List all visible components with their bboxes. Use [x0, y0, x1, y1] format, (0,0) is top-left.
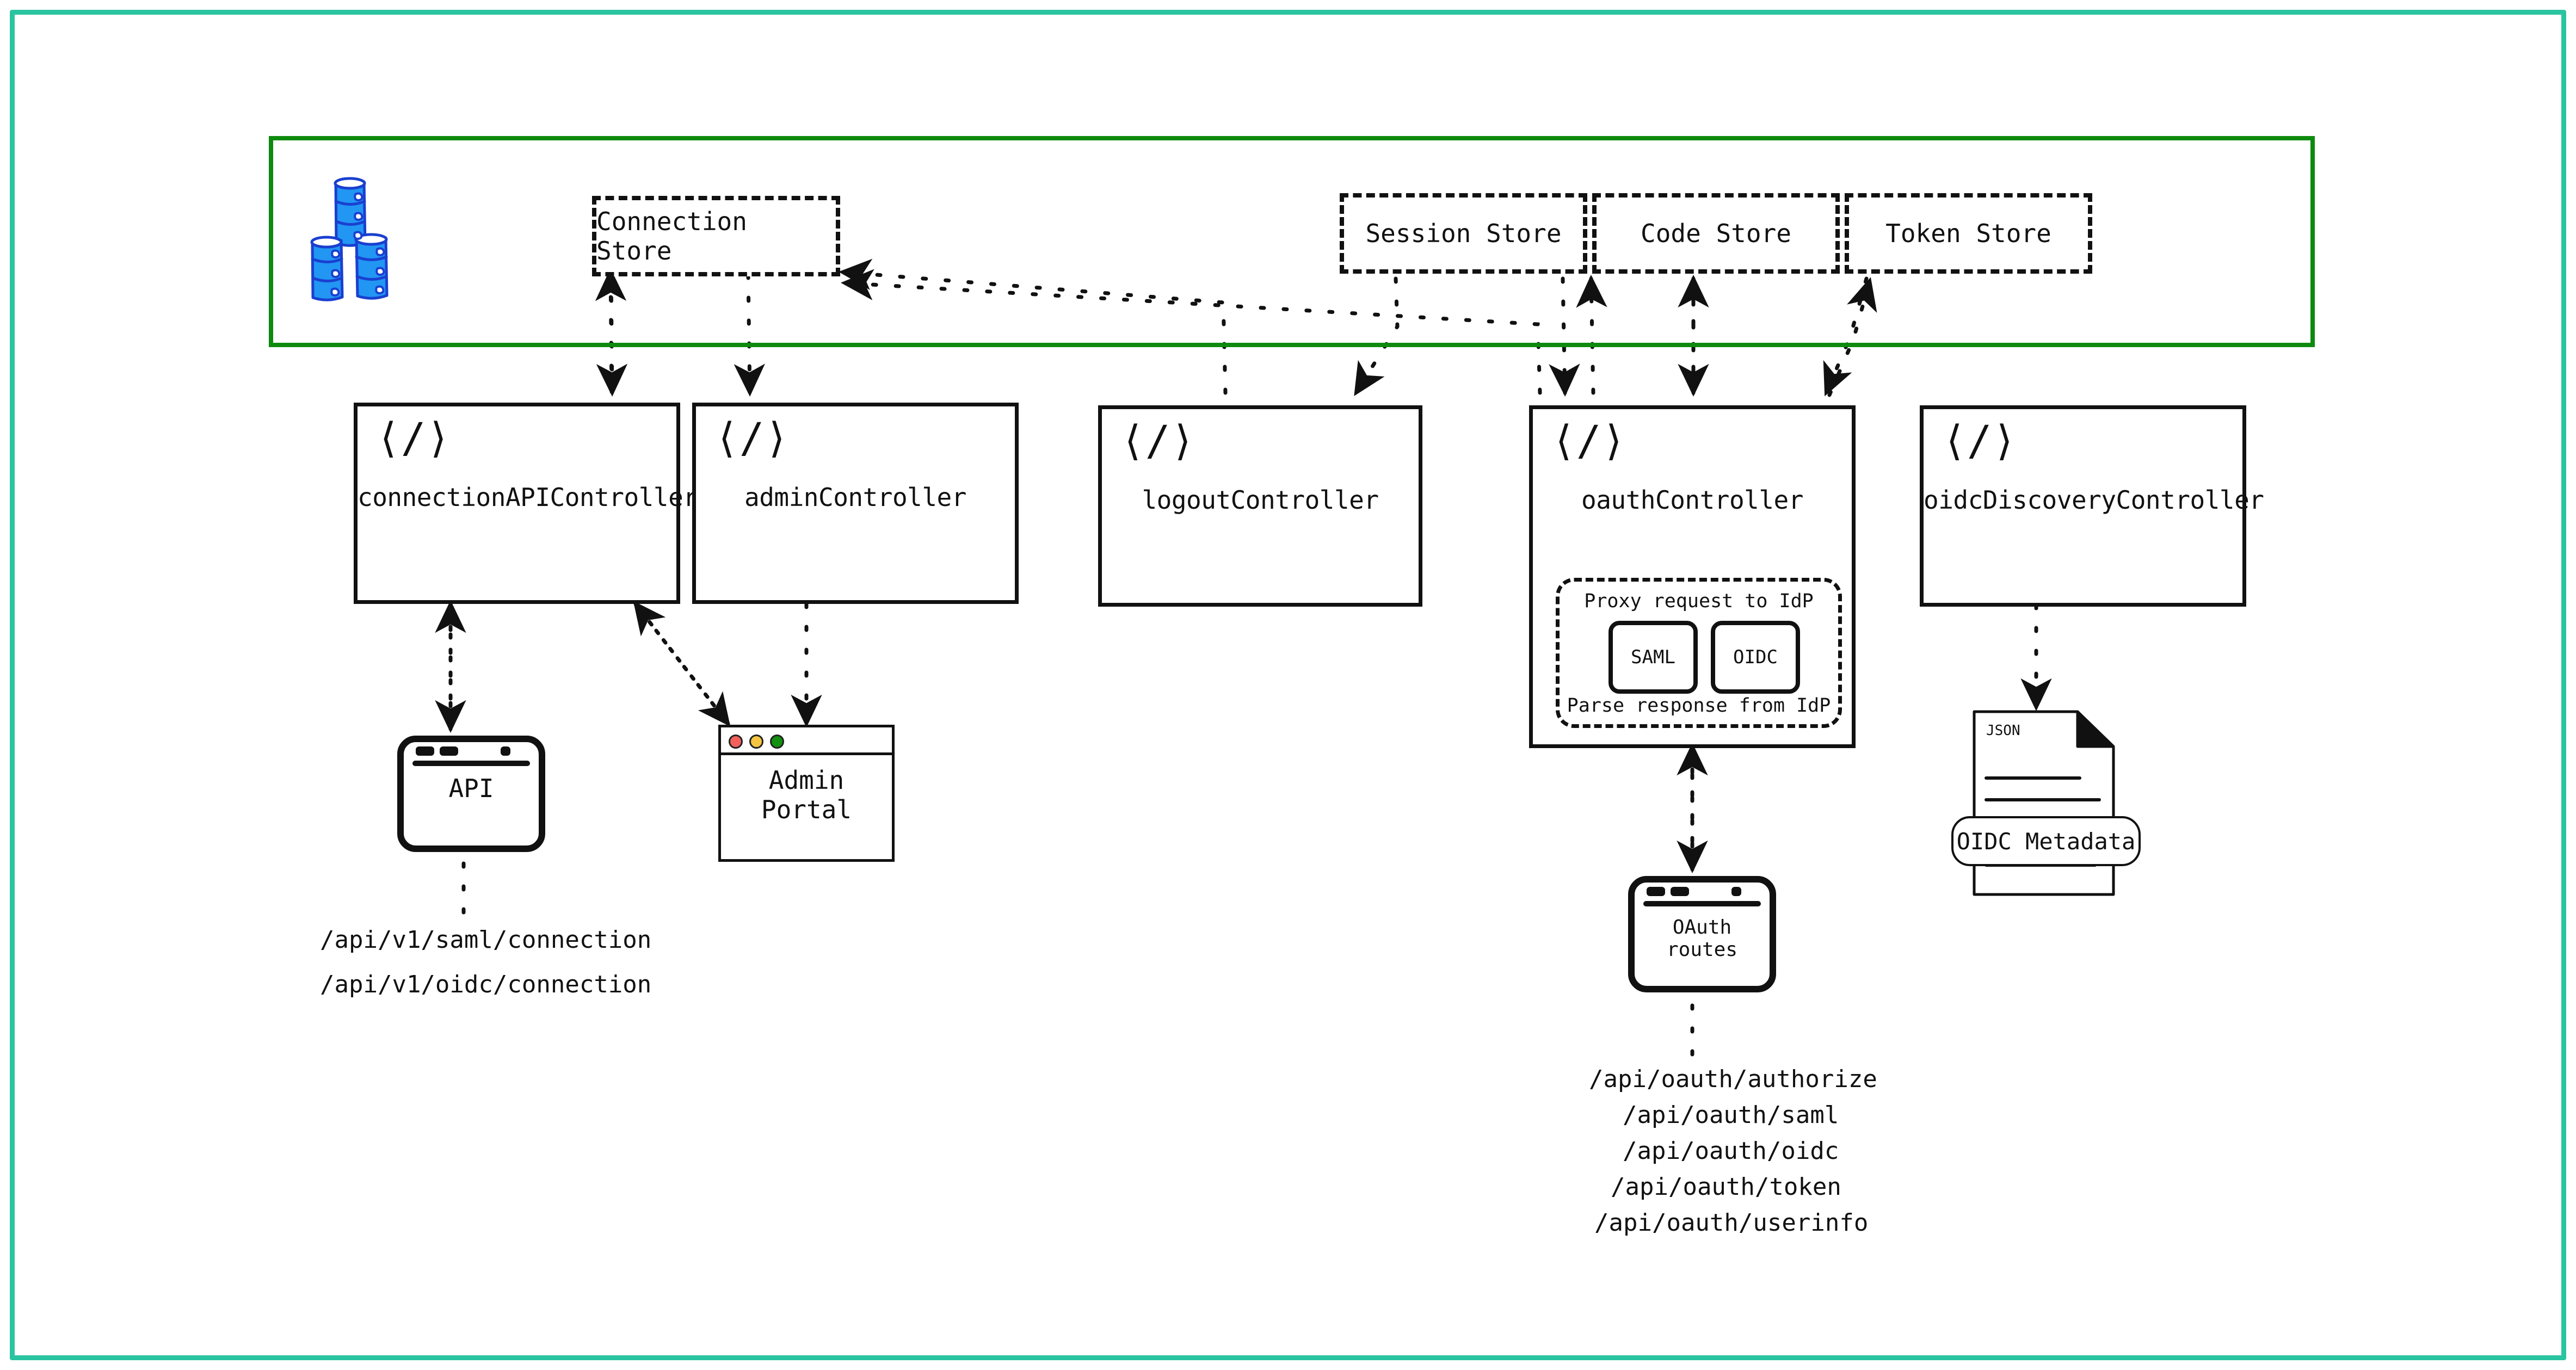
- device-indicator: [1731, 887, 1741, 896]
- device-button: [1671, 887, 1689, 896]
- device-button: [1647, 887, 1665, 896]
- controller-label: oidcDiscoveryController: [1924, 485, 2264, 515]
- device-bar: [1643, 901, 1761, 906]
- code-icon: ⟨/⟩: [714, 414, 790, 462]
- browser-titlebar: [721, 727, 892, 755]
- idp-parse-response-label: Parse response from IdP: [1567, 695, 1831, 717]
- protocol-oidc-button[interactable]: OIDC: [1711, 621, 1800, 694]
- client-api[interactable]: API: [397, 736, 545, 852]
- database-stack-icon: [310, 177, 389, 301]
- oidc-metadata-label[interactable]: OIDC Metadata: [1951, 816, 2141, 866]
- oidc-metadata-text: OIDC Metadata: [1956, 828, 2136, 855]
- store-label: Token Store: [1885, 219, 2051, 248]
- traffic-light-red-icon: [729, 735, 743, 749]
- admin-portal-label: Admin Portal: [761, 766, 852, 824]
- protocol-label: OIDC: [1733, 646, 1778, 668]
- controller-oauth-controller[interactable]: ⟨/⟩ oauthController Proxy request to IdP…: [1529, 405, 1856, 748]
- store-token-store[interactable]: Token Store: [1845, 193, 2092, 274]
- endpoint-oauth-authorize: /api/oauth/authorize: [1589, 1065, 1877, 1093]
- client-admin-portal[interactable]: Admin Portal: [718, 725, 895, 862]
- code-icon: ⟨/⟩: [376, 414, 451, 462]
- store-label: Session Store: [1365, 219, 1562, 248]
- storage-container: [269, 136, 2315, 347]
- api-label: API: [448, 774, 494, 803]
- controller-label: adminController: [744, 483, 966, 512]
- controller-connection-api-controller[interactable]: ⟨/⟩ connectionAPIController: [354, 403, 698, 604]
- controller-label: oauthController: [1581, 485, 1803, 515]
- device-bar: [412, 761, 530, 766]
- code-icon: ⟨/⟩: [1551, 416, 1626, 465]
- controller-logout-controller[interactable]: ⟨/⟩ logoutController: [1098, 405, 1422, 607]
- outer-frame-border: [10, 10, 2566, 1360]
- controller-oidc-discovery-controller[interactable]: ⟨/⟩ oidcDiscoveryController: [1920, 405, 2264, 607]
- device-button: [440, 746, 458, 756]
- code-icon: ⟨/⟩: [1942, 416, 2017, 465]
- traffic-light-yellow-icon: [749, 735, 763, 749]
- endpoint-oauth-userinfo: /api/oauth/userinfo: [1594, 1209, 1869, 1237]
- store-label: Connection Store: [596, 207, 747, 266]
- store-code-store[interactable]: Code Store: [1592, 193, 1840, 274]
- endpoint-oauth-token: /api/oauth/token: [1611, 1173, 1841, 1201]
- controller-label: connectionAPIController: [358, 483, 698, 512]
- idp-proxy-request-label: Proxy request to IdP: [1584, 590, 1814, 612]
- idp-proxy-group: Proxy request to IdP SAML OIDC Parse res…: [1556, 578, 1842, 728]
- protocol-saml-button[interactable]: SAML: [1609, 621, 1698, 694]
- endpoint-oauth-saml: /api/oauth/saml: [1623, 1101, 1839, 1129]
- client-oauth-routes[interactable]: OAuth routes: [1628, 876, 1776, 992]
- endpoint-oauth-oidc: /api/oauth/oidc: [1623, 1137, 1839, 1165]
- traffic-light-green-icon: [770, 735, 784, 749]
- store-connection-store[interactable]: Connection Store: [592, 196, 840, 276]
- store-session-store[interactable]: Session Store: [1340, 193, 1587, 274]
- device-indicator: [501, 746, 510, 756]
- device-button: [416, 746, 434, 756]
- endpoint-oidc-connection: /api/v1/oidc/connection: [320, 971, 652, 998]
- store-label: Code Store: [1641, 219, 1791, 248]
- code-icon: ⟨/⟩: [1120, 416, 1195, 465]
- protocol-label: SAML: [1631, 646, 1675, 668]
- json-doc-type-label: JSON: [1986, 723, 2020, 739]
- oauth-routes-label: OAuth routes: [1666, 916, 1738, 961]
- controller-admin-controller[interactable]: ⟨/⟩ adminController: [692, 403, 1019, 604]
- endpoint-saml-connection: /api/v1/saml/connection: [320, 926, 652, 954]
- controller-label: logoutController: [1142, 485, 1379, 515]
